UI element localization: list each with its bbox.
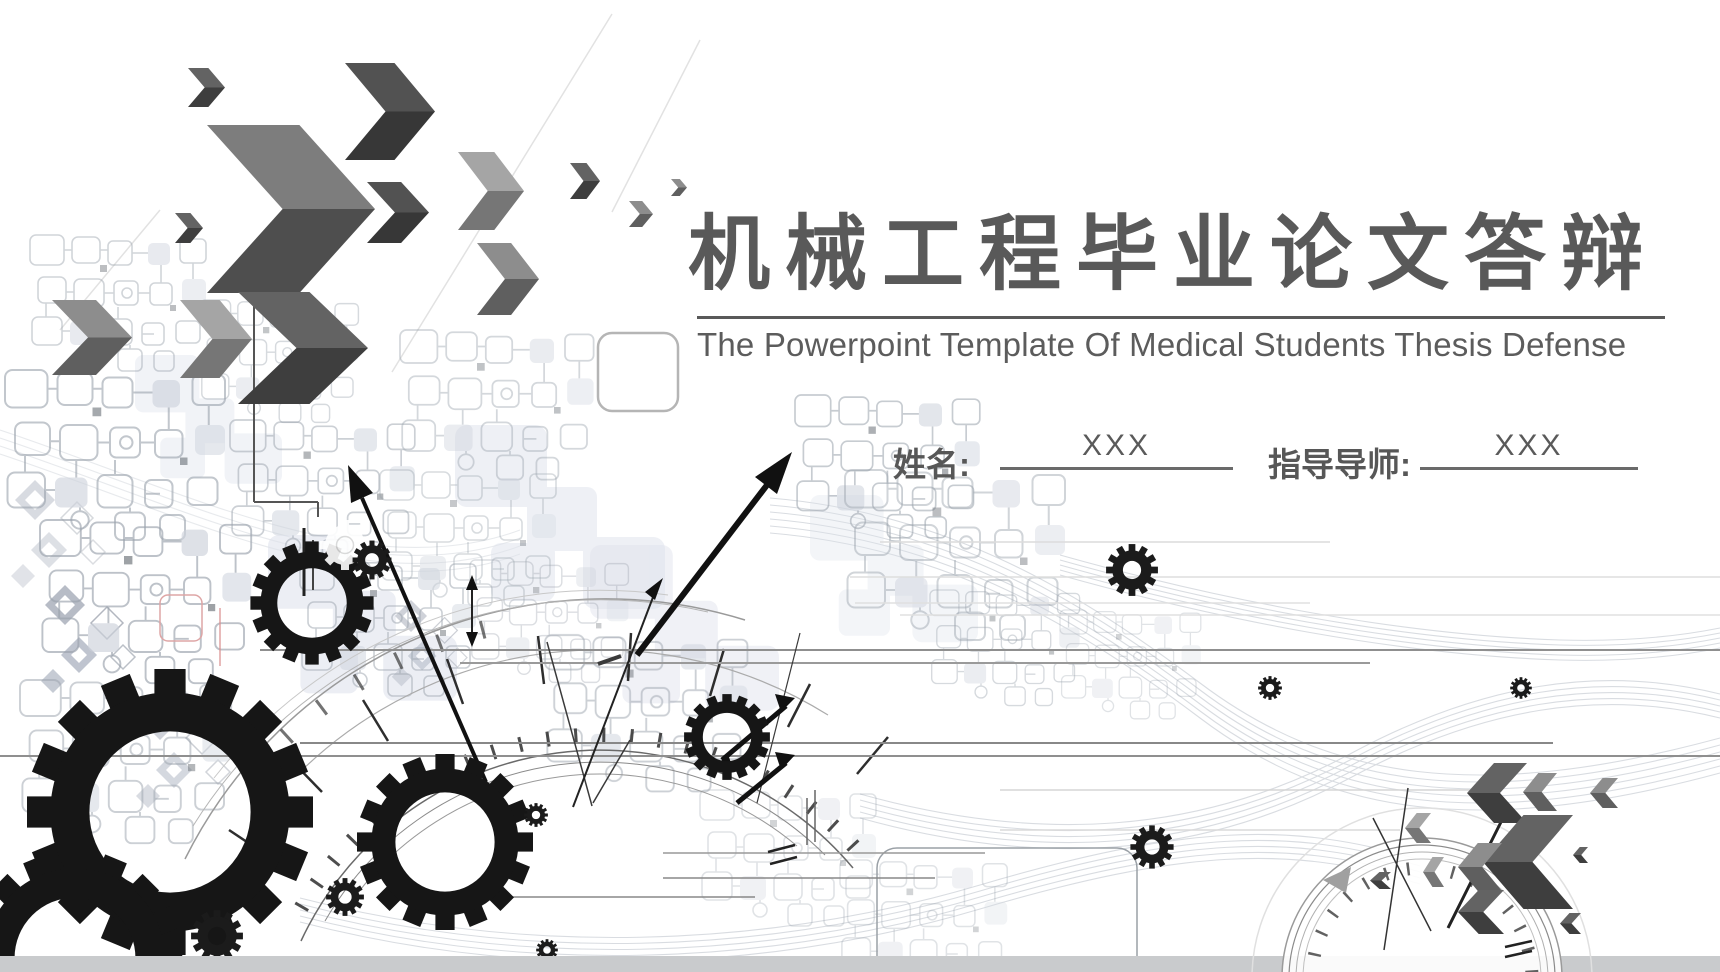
chevron-right-icon [458,152,524,230]
chevron-right-icon [477,243,539,315]
chevron-right-icon [238,292,368,404]
gear-icon [1106,544,1158,596]
name-label: 姓名: [893,446,970,483]
chevron-right-icon [207,125,375,293]
slide-title: 机械工程毕业论文答辩 [688,209,1659,300]
chevron-right-icon [345,63,435,160]
name-value: XXX [1000,412,1233,470]
accent-red-marks [159,594,221,666]
chevron-right-icon [629,201,653,227]
light-horizontal-lines [850,541,1720,831]
gear-icon [1258,676,1282,700]
outline-boxes [596,331,1138,972]
double-arrow-icon [466,575,478,647]
chevron-left-icon [1323,867,1351,893]
chevron-left-icon [1573,847,1588,863]
chevron-left-icon [1590,778,1618,808]
chevron-right-icon [52,300,132,375]
advisor-label: 指导导师: [1268,446,1411,483]
arrow-cluster-top-left [52,63,687,404]
advisor-value: XXX [1420,412,1638,470]
gear-icon [524,803,548,827]
arrow-up-right-icon [634,452,792,657]
chevron-right-icon [671,179,687,196]
thin-arrow-icon [572,578,663,808]
chevron-left-icon [1560,913,1581,934]
chevron-right-icon [367,182,429,243]
gear-icon [1510,677,1532,699]
gear-icon [684,694,770,780]
slide-subtitle: The Powerpoint Template Of Medical Stude… [697,326,1627,363]
dial-tick-marks [184,632,889,932]
gear-icon [357,754,533,930]
chevron-right-icon [188,68,225,107]
chevron-right-icon [180,300,252,378]
wave-lines [0,429,1720,963]
chevron-left-icon [1467,763,1527,823]
chevron-right-icon [570,163,600,199]
title-underline [697,316,1665,319]
